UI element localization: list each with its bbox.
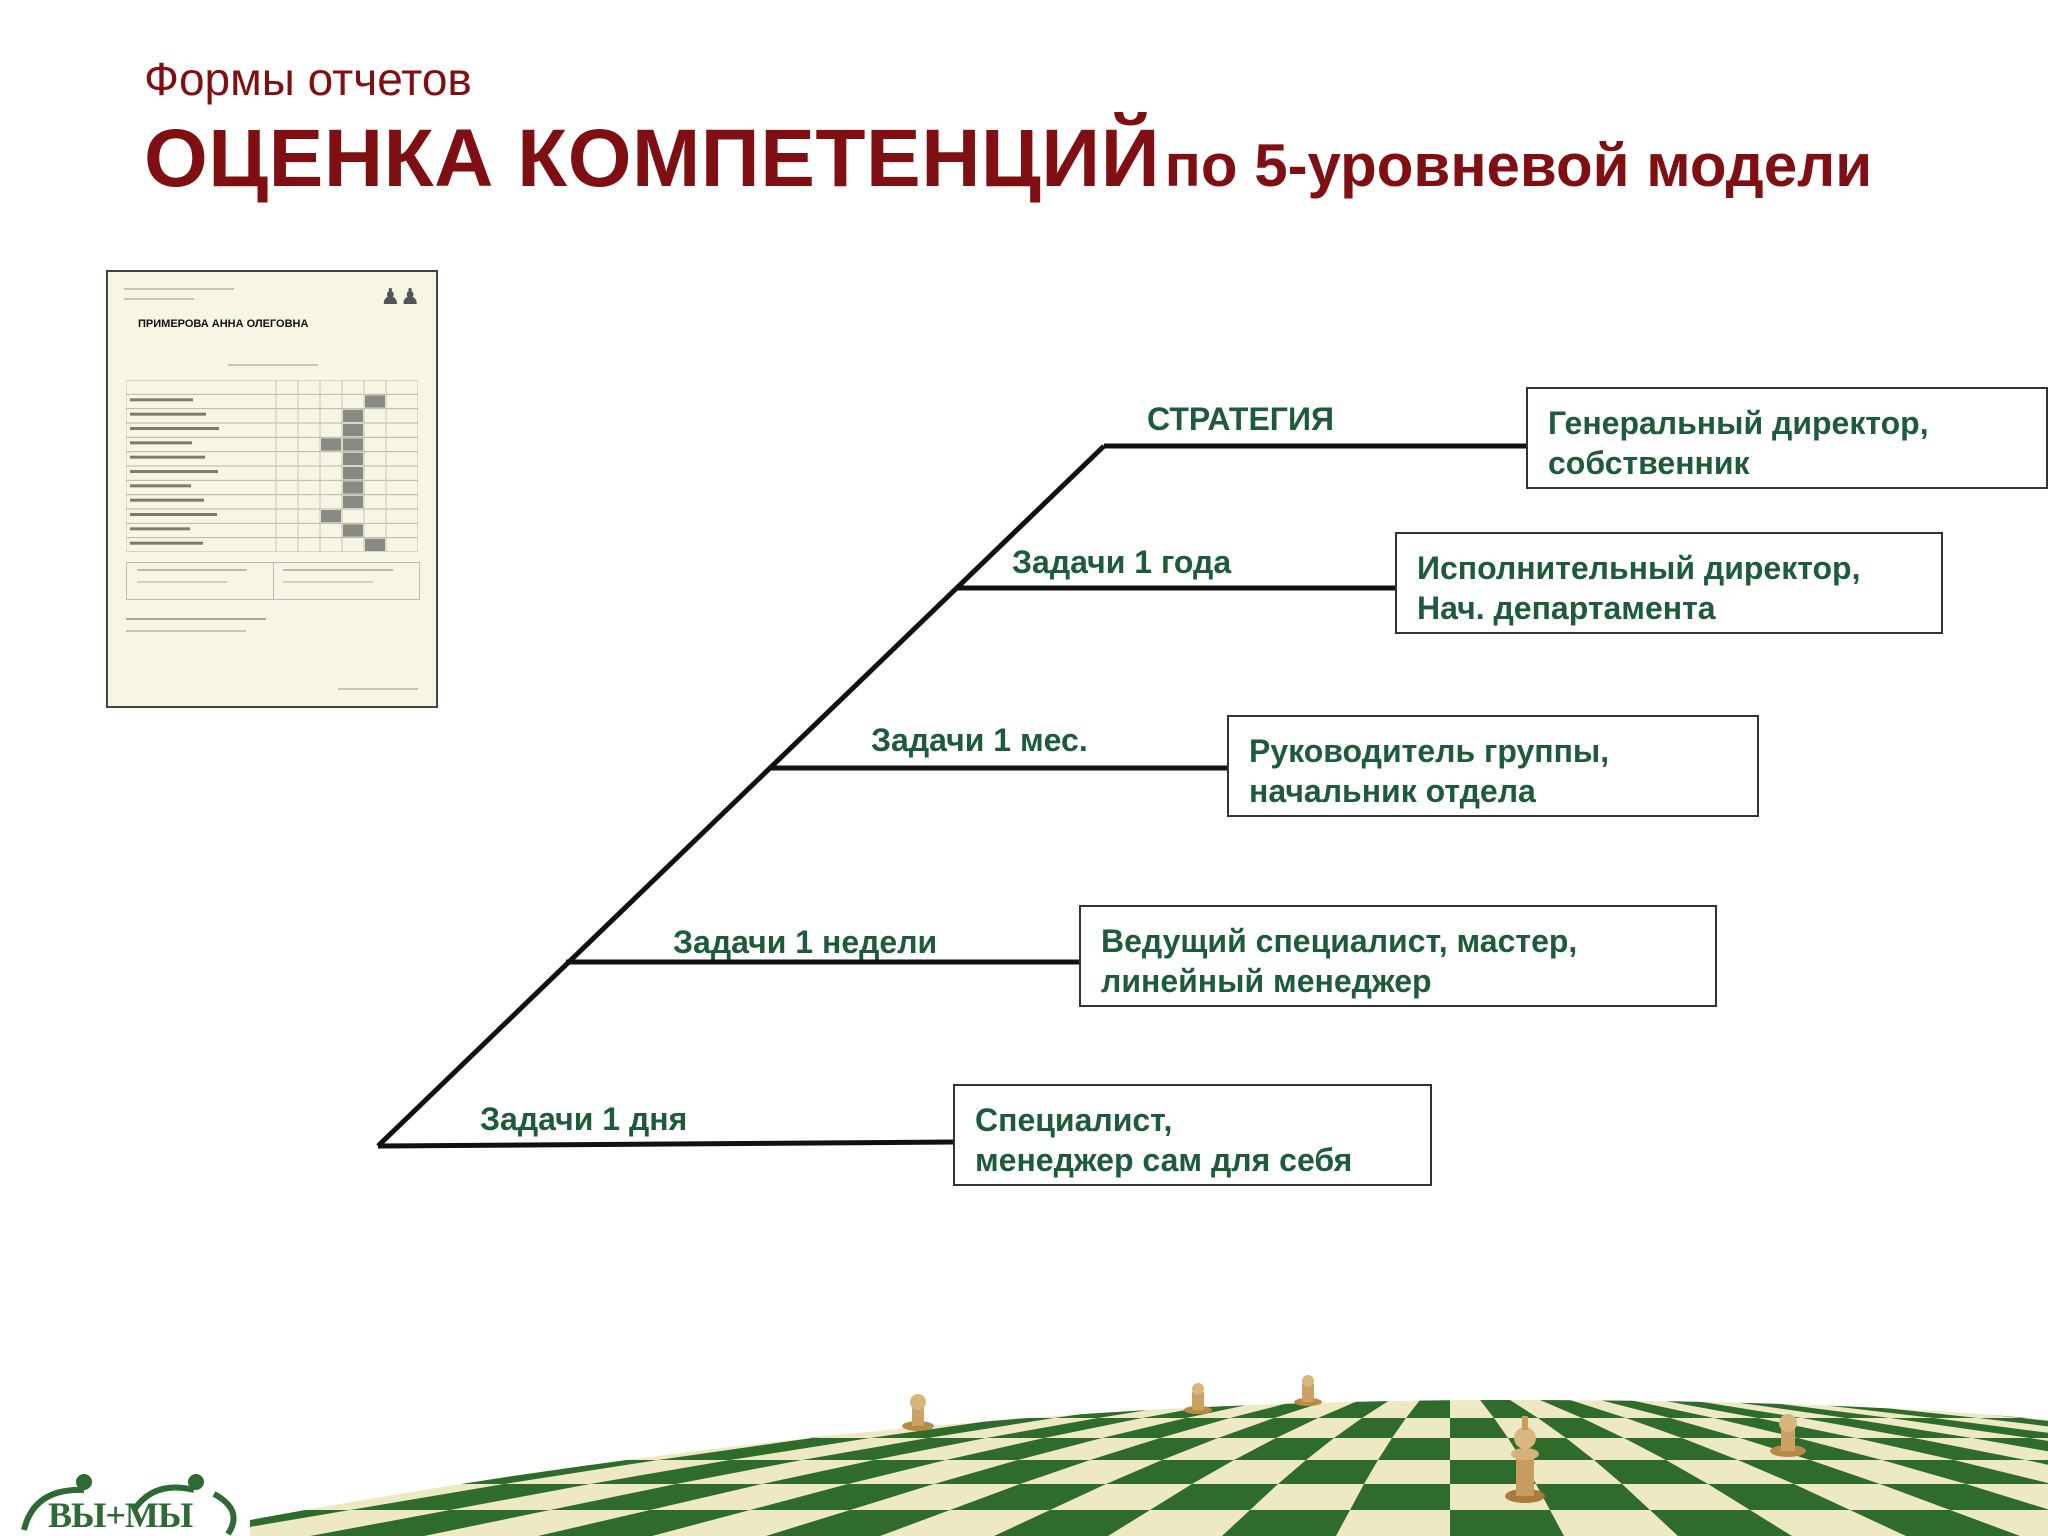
- role-line: Руководитель группы,: [1249, 733, 1610, 769]
- level-label-month: Задачи 1 мес.: [871, 722, 1088, 758]
- role-box-day: Специалист, менеджер сам для себя: [953, 1084, 1432, 1186]
- role-box-year: Исполнительный директор, Нач. департамен…: [1395, 532, 1943, 634]
- slide-title: ОЦЕНКА КОМПЕТЕНЦИЙ по 5-уровневой модели: [144, 118, 1872, 200]
- slide-subtitle: Формы отчетов: [144, 53, 472, 105]
- role-box-week: Ведущий специалист, мастер, линейный мен…: [1079, 905, 1717, 1007]
- report-form-thumbnail: ♟♟ ПРИМЕРОВА АННА ОЛЕГОВНА: [106, 270, 438, 708]
- report-person-name: ПРИМЕРОВА АННА ОЛЕГОВНА: [138, 318, 309, 330]
- slide-title-main: ОЦЕНКА КОМПЕТЕНЦИЙ: [144, 113, 1161, 204]
- role-line: Генеральный директор,: [1548, 405, 1929, 441]
- chess-pawn-icon: [902, 1394, 934, 1431]
- diagonal-spine: [376, 444, 1106, 1148]
- report-logo-icon: ♟♟: [380, 284, 420, 309]
- company-logo: ВЫ+МЫ: [14, 1470, 246, 1536]
- role-line: Ведущий специалист, мастер,: [1101, 923, 1578, 959]
- chess-pawn-icon: [1184, 1383, 1212, 1414]
- role-line: Специалист,: [975, 1102, 1173, 1138]
- role-line: собственник: [1548, 445, 1750, 481]
- role-line: менеджер сам для себя: [975, 1142, 1353, 1178]
- level-line-day: [377, 1139, 955, 1149]
- role-line: Нач. департамента: [1417, 590, 1716, 626]
- level-label-day: Задачи 1 дня: [480, 1101, 688, 1137]
- level-label-strategy: СТРАТЕГИЯ: [1147, 401, 1334, 437]
- level-label-year: Задачи 1 года: [1012, 544, 1232, 580]
- role-line: начальник отдела: [1249, 773, 1536, 809]
- chess-pawn-icon: [1770, 1414, 1806, 1457]
- report-summary-table: [126, 562, 420, 600]
- role-box-strategy: Генеральный директор, собственник: [1526, 387, 2048, 489]
- report-competency-grid: [126, 380, 418, 552]
- role-box-month: Руководитель группы, начальник отдела: [1227, 715, 1759, 817]
- role-line: линейный менеджер: [1101, 963, 1432, 999]
- role-line: Исполнительный директор,: [1417, 550, 1861, 586]
- chess-pawn-icon: [1294, 1375, 1322, 1406]
- chess-king-icon: [1505, 1416, 1545, 1503]
- logo-text: ВЫ+МЫ: [48, 1495, 193, 1535]
- chessboard-floor: [250, 1400, 2048, 1536]
- level-label-week: Задачи 1 недели: [673, 924, 938, 960]
- slide-title-rest: по 5-уровневой модели: [1164, 132, 1873, 199]
